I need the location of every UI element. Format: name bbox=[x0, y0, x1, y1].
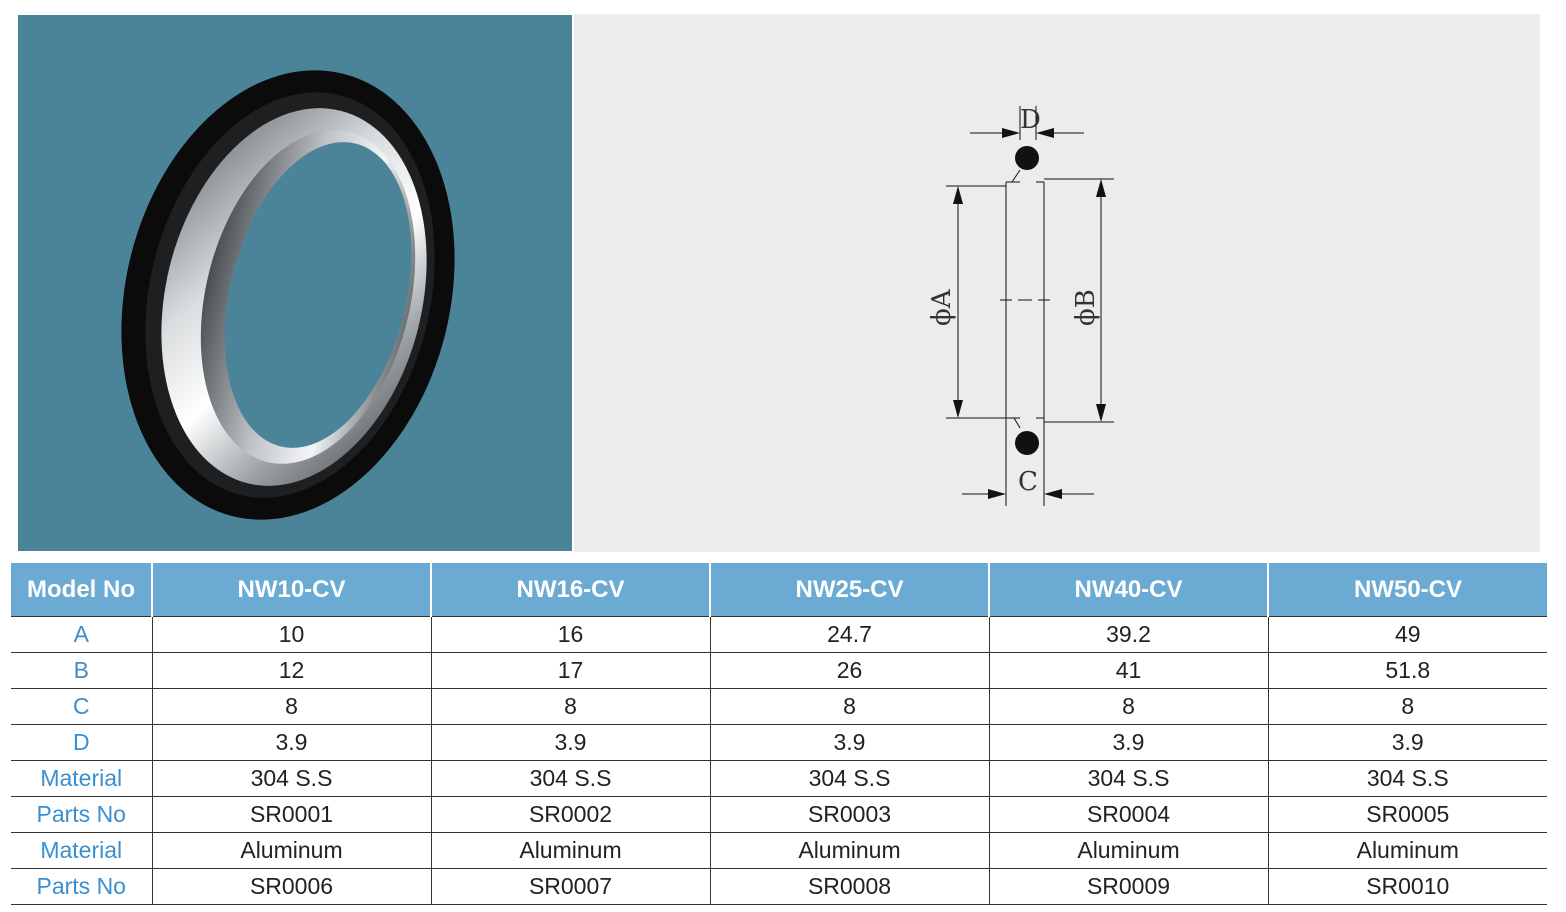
table-cell: 41 bbox=[988, 652, 1268, 689]
dimension-diagram: D C ϕA ϕB bbox=[574, 14, 1540, 552]
table-cell: 8 bbox=[430, 688, 710, 725]
table-row: Parts No SR0001 SR0002 SR0003 SR0004 SR0… bbox=[11, 796, 1547, 833]
table-cell: 39.2 bbox=[988, 616, 1268, 653]
table-cell: 8 bbox=[151, 688, 431, 725]
table-row: D 3.9 3.9 3.9 3.9 3.9 bbox=[11, 724, 1547, 761]
table-cell: 24.7 bbox=[709, 616, 989, 653]
table-cell: Aluminum bbox=[988, 832, 1268, 869]
table-cell: 16 bbox=[430, 616, 710, 653]
table-row: Material 304 S.S 304 S.S 304 S.S 304 S.S… bbox=[11, 760, 1547, 797]
table-cell: 12 bbox=[151, 652, 431, 689]
table-cell: Aluminum bbox=[151, 832, 431, 869]
table-cell: SR0007 bbox=[430, 868, 710, 905]
header-model-no: Model No bbox=[11, 563, 152, 617]
table-cell: 8 bbox=[1267, 688, 1547, 725]
table-cell: 304 S.S bbox=[709, 760, 989, 797]
table-cell: 304 S.S bbox=[988, 760, 1268, 797]
label-b: ϕB bbox=[1071, 289, 1101, 326]
table-cell: 49 bbox=[1267, 616, 1547, 653]
table-cell: 3.9 bbox=[988, 724, 1268, 761]
centering-ring-image bbox=[121, 70, 455, 520]
table-row: B 12 17 26 41 51.8 bbox=[11, 652, 1547, 689]
table-cell: 17 bbox=[430, 652, 710, 689]
header-model: NW40-CV bbox=[988, 563, 1268, 617]
table-row: Material Aluminum Aluminum Aluminum Alum… bbox=[11, 832, 1547, 869]
header-model: NW16-CV bbox=[430, 563, 710, 617]
row-label: Parts No bbox=[11, 796, 152, 833]
table-cell: 51.8 bbox=[1267, 652, 1547, 689]
table-cell: 26 bbox=[709, 652, 989, 689]
row-label: Parts No bbox=[11, 868, 152, 905]
row-label: C bbox=[11, 688, 152, 725]
table-cell: SR0003 bbox=[709, 796, 989, 833]
row-label: D bbox=[11, 724, 152, 761]
row-label: Material bbox=[11, 832, 152, 869]
table-cell: 3.9 bbox=[430, 724, 710, 761]
header-row: Model No NW10-CV NW16-CV NW25-CV NW40-CV… bbox=[11, 563, 1547, 617]
cross-section-drawing: D C ϕA ϕB bbox=[927, 105, 1114, 506]
table-cell: 304 S.S bbox=[430, 760, 710, 797]
header-model: NW25-CV bbox=[709, 563, 989, 617]
table-cell: SR0009 bbox=[988, 868, 1268, 905]
row-label: B bbox=[11, 652, 152, 689]
table-cell: SR0001 bbox=[151, 796, 431, 833]
table-cell: Aluminum bbox=[1267, 832, 1547, 869]
table-cell: SR0008 bbox=[709, 868, 989, 905]
row-label: A bbox=[11, 616, 152, 653]
label-c: C bbox=[1018, 467, 1038, 497]
table-cell: Aluminum bbox=[709, 832, 989, 869]
table-cell: 3.9 bbox=[1267, 724, 1547, 761]
table-cell: SR0010 bbox=[1267, 868, 1547, 905]
table-row: A 10 16 24.7 39.2 49 bbox=[11, 616, 1547, 653]
row-label: Material bbox=[11, 760, 152, 797]
table-cell: Aluminum bbox=[430, 832, 710, 869]
product-photo bbox=[18, 15, 572, 551]
label-a: ϕA bbox=[927, 288, 957, 326]
table-cell: SR0006 bbox=[151, 868, 431, 905]
header-model: NW50-CV bbox=[1267, 563, 1547, 617]
label-d: D bbox=[1020, 105, 1041, 135]
table-cell: 304 S.S bbox=[1267, 760, 1547, 797]
spec-table: Model No NW10-CV NW16-CV NW25-CV NW40-CV… bbox=[11, 563, 1547, 905]
table-cell: 3.9 bbox=[709, 724, 989, 761]
table-cell: SR0002 bbox=[430, 796, 710, 833]
table-cell: 8 bbox=[709, 688, 989, 725]
table-cell: 304 S.S bbox=[151, 760, 431, 797]
table-cell: SR0004 bbox=[988, 796, 1268, 833]
table-cell: 3.9 bbox=[151, 724, 431, 761]
table-cell: SR0005 bbox=[1267, 796, 1547, 833]
table-row: C 8 8 8 8 8 bbox=[11, 688, 1547, 725]
table-cell: 8 bbox=[988, 688, 1268, 725]
table-row: Parts No SR0006 SR0007 SR0008 SR0009 SR0… bbox=[11, 868, 1547, 905]
header-model: NW10-CV bbox=[151, 563, 431, 617]
table-cell: 10 bbox=[151, 616, 431, 653]
